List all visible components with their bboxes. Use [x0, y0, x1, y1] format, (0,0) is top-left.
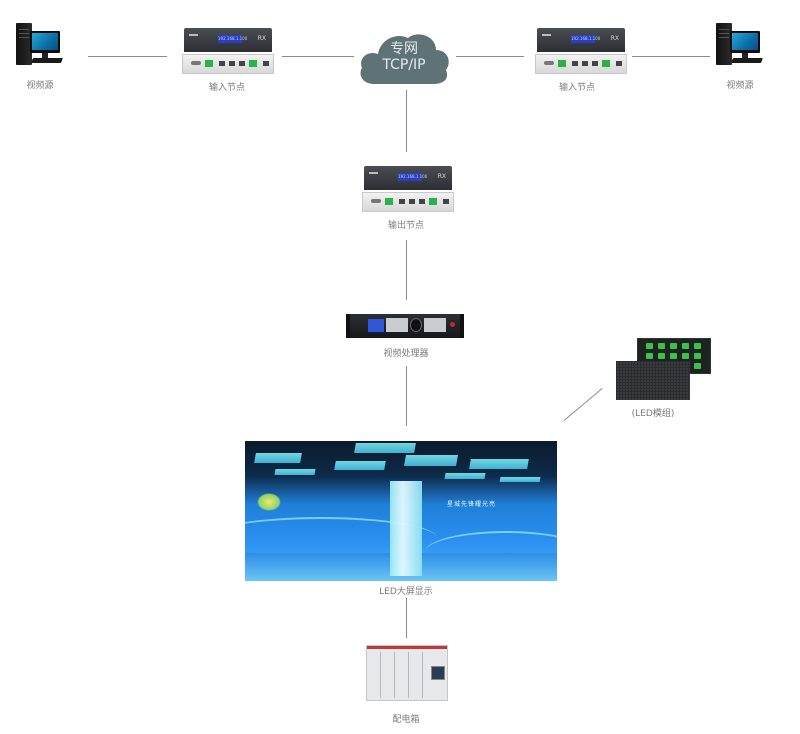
video-source-left-label: 视频源: [26, 81, 54, 91]
cloud-icon: [360, 34, 449, 84]
encoder-device-icon: 192.168.1.100 RX: [537, 28, 625, 52]
link-input-left-cloud: [282, 56, 354, 57]
screen-logo: [257, 493, 281, 511]
link-cloud-output: [406, 90, 407, 152]
distribution-cabinet-icon: [366, 645, 448, 701]
link-cloud-input-right: [456, 56, 524, 57]
link-wall-cabinet: [406, 598, 407, 638]
led-wall-photo: 星城先锋耀光亮: [245, 441, 557, 581]
video-source-left: [16, 23, 63, 67]
desktop-pc-icon: [16, 23, 32, 65]
link-input-right-source-right: [632, 56, 710, 57]
link-module-wall: [563, 387, 603, 421]
network-label-line2: TCP/IP: [382, 57, 426, 73]
encoder-device-icon: 192.168.1.100 RX: [184, 28, 272, 52]
decoder-device-icon: 192.168.1.100 RX: [364, 166, 452, 190]
input-node-right: 192.168.1.100 RX: [535, 28, 627, 76]
link-processor-wall: [406, 366, 407, 426]
desktop-pc-icon: [716, 23, 732, 65]
input-node-left: 192.168.1.100 RX: [182, 28, 274, 76]
input-node-left-label: 输入节点: [208, 83, 246, 93]
led-wall-label: LED大屏显示: [379, 587, 433, 597]
light-pillar: [390, 481, 422, 576]
cabinet-label: 配电箱: [392, 715, 420, 725]
video-source-right-label: 视频源: [726, 81, 754, 91]
led-module-label: (LED模组): [631, 409, 675, 419]
video-processor-icon: [346, 314, 464, 338]
led-module-panel: [616, 361, 690, 400]
input-node-right-label: 输入节点: [558, 83, 596, 93]
screen-slogan: 星城先锋耀光亮: [447, 501, 497, 508]
network-label-line1: 专网: [390, 41, 418, 57]
video-source-right: [716, 23, 763, 67]
output-node-label: 输出节点: [387, 221, 425, 231]
output-node: 192.168.1.100 RX: [362, 166, 454, 214]
link-output-processor: [406, 240, 407, 300]
link-source-left-input-left: [88, 56, 167, 57]
video-processor-label: 视频处理器: [383, 349, 429, 359]
